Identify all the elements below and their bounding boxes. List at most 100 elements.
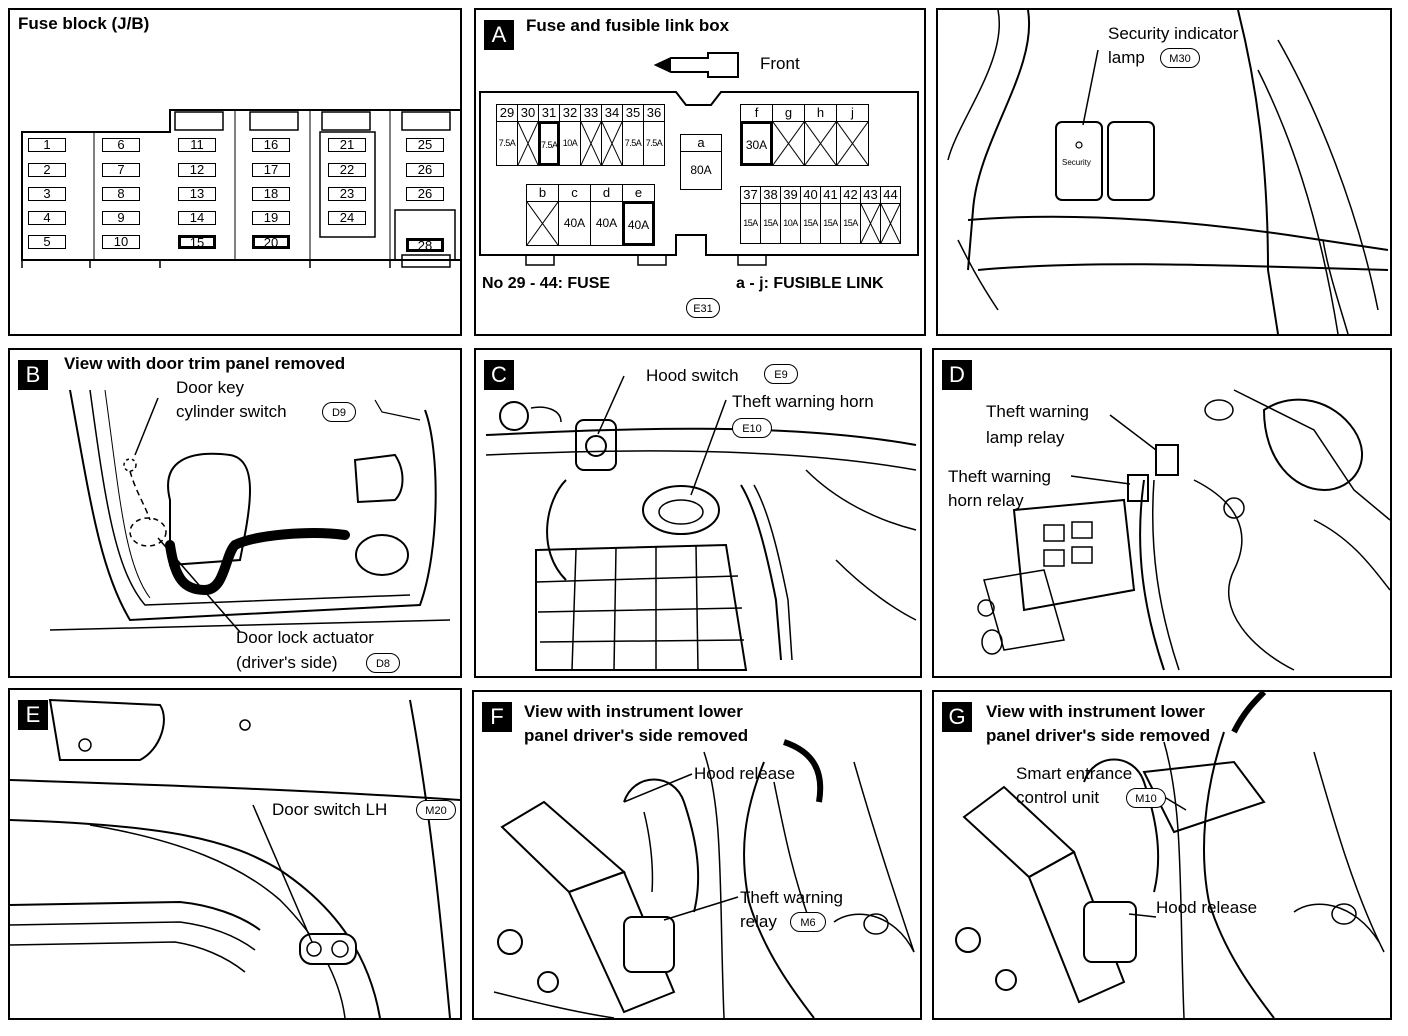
fuse-9: 9 <box>102 211 140 225</box>
fuse-23: 23 <box>328 187 366 201</box>
link-fj-number-2: h <box>804 104 837 122</box>
fuse-bottom-number-2: 39 <box>780 186 801 204</box>
link-fj-slot-3 <box>836 121 869 166</box>
link-be-number-2: d <box>590 184 623 202</box>
panel-d-relays: D Theft warning lamp relay Theft warning… <box>932 348 1392 678</box>
panel-f-title-1: View with instrument lower <box>524 702 743 721</box>
panel-f-label-2b: relay <box>740 912 777 931</box>
fuse-3: 3 <box>28 187 66 201</box>
fuse-top-slot-5 <box>601 121 623 166</box>
link-be-number-3: e <box>622 184 655 202</box>
fuse-top-number-7: 36 <box>643 104 665 122</box>
fuse-block-outline <box>21 109 460 268</box>
link-fj-number-0: f <box>740 104 773 122</box>
fuse-bottom-slot-1: 15A <box>760 203 781 244</box>
link-a-slot-0: 80A <box>680 151 722 190</box>
fuse-bottom-slot-4: 15A <box>820 203 841 244</box>
panel-g-instrument-lower: G View with instrument lower panel drive… <box>932 690 1392 1020</box>
connector-d9: D9 <box>322 402 356 422</box>
fuse-7: 7 <box>102 163 140 177</box>
fuse-top-number-4: 33 <box>580 104 602 122</box>
fuse-bottom-number-4: 41 <box>820 186 841 204</box>
panel-f-label-hood-release: Hood release <box>694 764 796 783</box>
panel-g-label-1a: Smart entrance <box>1016 764 1133 783</box>
panel-a-title: Fuse and fusible link box <box>526 16 730 35</box>
panel-g-label-hood-release: Hood release <box>1156 898 1258 917</box>
fuse-19: 19 <box>252 211 290 225</box>
connector-e31: E31 <box>686 298 720 318</box>
panel-e-label: Door switch LH <box>272 800 388 819</box>
connector-d8: D8 <box>366 653 400 673</box>
fuse-18: 18 <box>252 187 290 201</box>
fuse-1: 1 <box>28 138 66 152</box>
panel-c-engine-bay: C Hood switch E9 Theft warning horn E10 <box>474 348 922 678</box>
security-label-2: lamp <box>1108 48 1145 67</box>
panel-e-door-switch: E Door switch LH M20 <box>8 688 462 1020</box>
panel-b-title: View with door trim panel removed <box>64 354 346 373</box>
engine-bay-illustration <box>485 375 917 671</box>
connector-m10: M10 <box>1126 788 1166 808</box>
panel-g-title-1: View with instrument lower <box>986 702 1205 721</box>
fuse-bottom-slot-2: 10A <box>780 203 801 244</box>
instrument-lower-illustration-g <box>955 692 1385 1018</box>
fuse-bottom-slot-7 <box>880 203 901 244</box>
fuse-26b: 26 <box>406 187 444 201</box>
panel-d-label-2b: horn relay <box>948 491 1024 510</box>
fuse-top-slot-2: 7.5A <box>538 121 560 166</box>
fuse-top-number-2: 31 <box>538 104 560 122</box>
security-label-1: Security indicator <box>1108 24 1239 43</box>
panel-f-label-2a: Theft warning <box>740 888 843 907</box>
fuse-bottom-number-6: 43 <box>860 186 881 204</box>
panel-fuse-block: Fuse block (J/B) 1 2 3 4 5 6 7 8 9 10 11… <box>8 8 462 336</box>
fuse-26a: 26 <box>406 163 444 177</box>
fuse-5: 5 <box>28 235 66 249</box>
panel-a-legend-link: a - j: FUSIBLE LINK <box>736 275 884 292</box>
panel-security-lamp: Security indicator lamp M30 Security <box>936 8 1392 336</box>
panel-d-letter: D <box>942 360 972 390</box>
connector-e10: E10 <box>732 418 772 438</box>
fuse-8: 8 <box>102 187 140 201</box>
link-fj-slot-0: 30A <box>740 121 773 166</box>
fuse-top-slot-3: 10A <box>559 121 581 166</box>
fuse-top-slot-0: 7.5A <box>496 121 518 166</box>
door-switch-illustration <box>10 698 460 1018</box>
link-fj-number-1: g <box>772 104 805 122</box>
panel-a-letter: A <box>484 20 514 50</box>
fuse-28: 28 <box>406 238 444 252</box>
fuse-10: 10 <box>102 235 140 249</box>
panel-b-label-1a: Door key <box>176 378 245 397</box>
panel-f-instrument-lower: F View with instrument lower panel drive… <box>472 690 922 1020</box>
fuse-14: 14 <box>178 211 216 225</box>
fuse-top-number-0: 29 <box>496 104 518 122</box>
fuse-4: 4 <box>28 211 66 225</box>
fuse-bottom-number-0: 37 <box>740 186 761 204</box>
fuse-top-number-3: 32 <box>559 104 581 122</box>
panel-c-letter: C <box>484 360 514 390</box>
link-be-slot-2: 40A <box>590 201 623 246</box>
connector-m30: M30 <box>1160 48 1200 68</box>
door-illustration <box>49 389 451 633</box>
panel-d-label-2a: Theft warning <box>948 467 1051 486</box>
fuse-bottom-slot-3: 15A <box>800 203 821 244</box>
fuse-bottom-slot-5: 15A <box>840 203 861 244</box>
fuse-12: 12 <box>178 163 216 177</box>
panel-b-label-1b: cylinder switch <box>176 402 287 421</box>
fuse-21: 21 <box>328 138 366 152</box>
fuse-bottom-number-5: 42 <box>840 186 861 204</box>
security-button-text: Security <box>1062 158 1091 167</box>
fuse-6: 6 <box>102 138 140 152</box>
fuse-top-number-6: 35 <box>622 104 644 122</box>
instrument-lower-illustration-f <box>493 739 915 1018</box>
fuse-block-title: Fuse block (J/B) <box>18 14 150 33</box>
fuse-bottom-number-1: 38 <box>760 186 781 204</box>
fuse-top-slot-1 <box>517 121 539 166</box>
panel-a-front-label: Front <box>760 54 800 73</box>
link-fj-slot-2 <box>804 121 837 166</box>
panel-c-label-horn: Theft warning horn <box>732 392 874 411</box>
panel-g-label-1b: control unit <box>1016 788 1100 807</box>
link-be-slot-3: 40A <box>622 201 655 246</box>
fuse-20: 20 <box>252 235 290 249</box>
panel-g-letter: G <box>942 702 972 732</box>
link-be-slot-0 <box>526 201 559 246</box>
